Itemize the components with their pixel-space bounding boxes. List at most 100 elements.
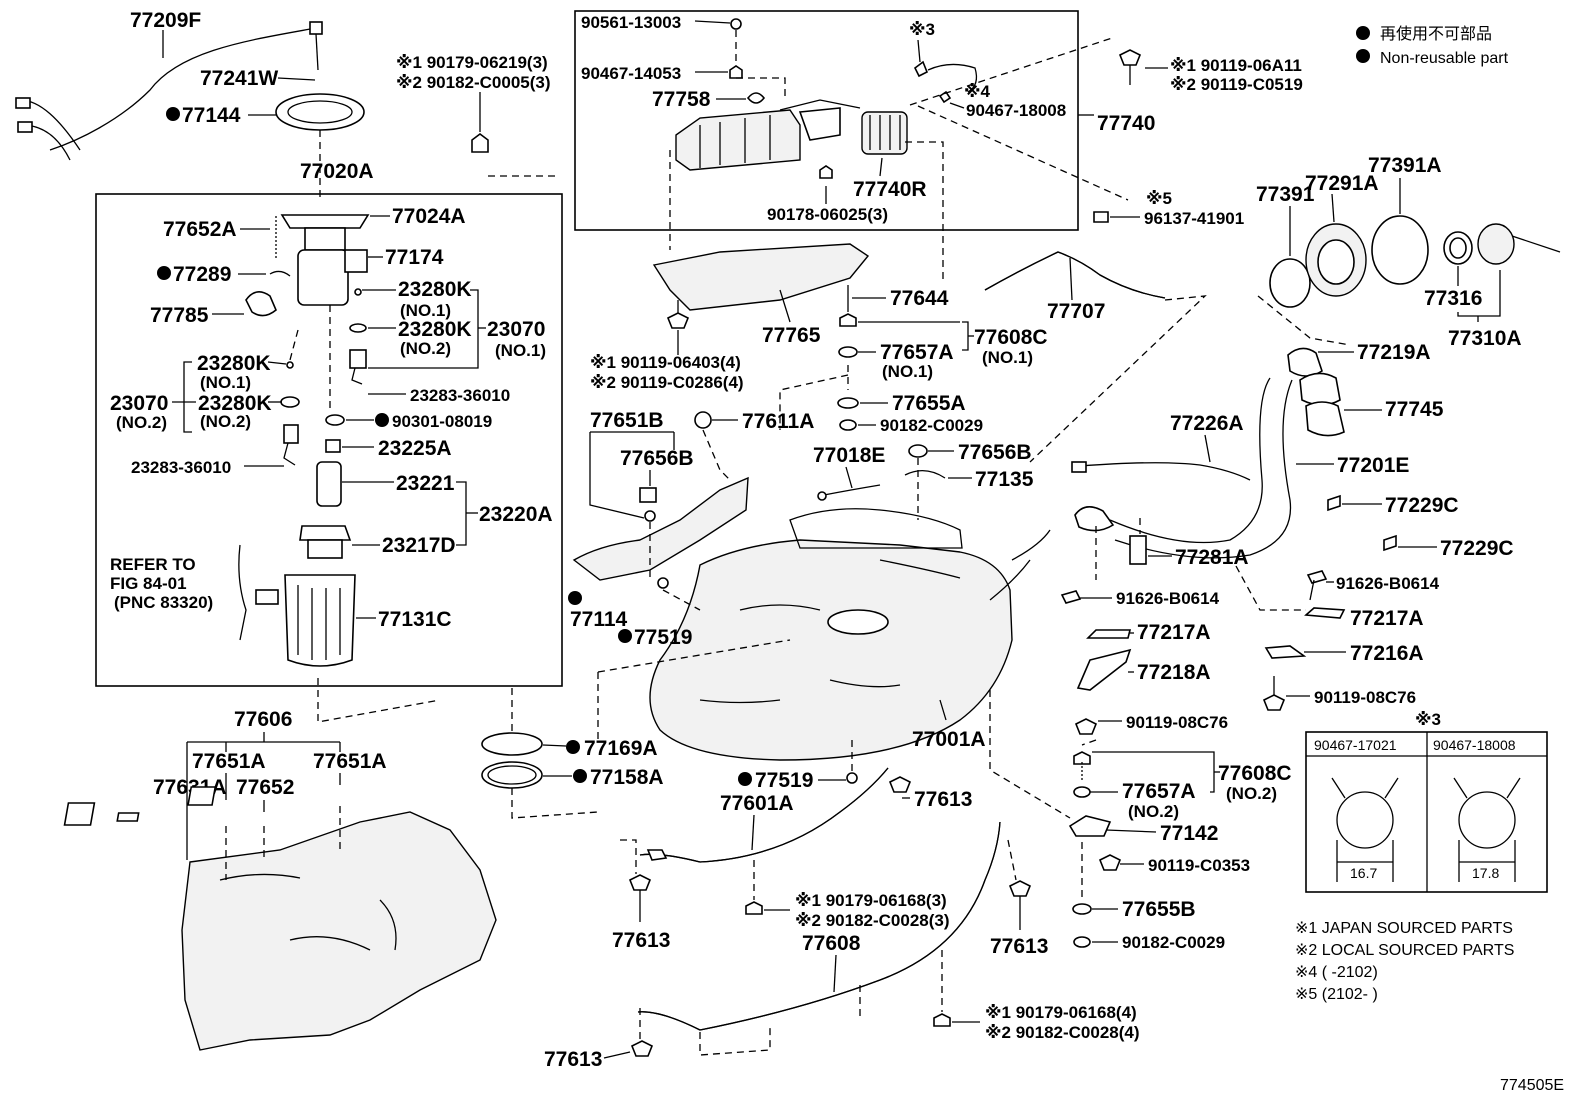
filler-pipe-assembly xyxy=(1071,347,1345,559)
label-77656B-a: 77656B xyxy=(620,447,694,470)
label-77144: 77144 xyxy=(182,104,241,127)
label-23283-36010-a: 23283-36010 xyxy=(410,386,510,405)
label-77174: 77174 xyxy=(385,246,444,269)
label-90179-06168-4: ※1 90179-06168(4) xyxy=(985,1003,1137,1022)
label-77651A-b: 77651A xyxy=(313,750,387,773)
non-reusable-marker xyxy=(157,266,171,280)
label-77114: 77114 xyxy=(570,608,628,631)
note-4: ※4 ( -2102) xyxy=(1295,964,1378,981)
label-77281A: 77281A xyxy=(1175,546,1249,569)
gasket-77169A xyxy=(481,732,543,756)
clamp-col1-dim: 16.7 xyxy=(1350,865,1377,881)
tank-insulator-77631A xyxy=(181,811,497,1051)
label-90119-06403: ※1 90119-06403(4) xyxy=(590,353,741,372)
non-reusable-marker xyxy=(738,772,752,786)
clamp-col2-part: 90467-18008 xyxy=(1433,737,1516,753)
retainer-ring xyxy=(275,93,365,131)
label-no1: (NO.1) xyxy=(200,373,251,392)
label-77201E: 77201E xyxy=(1337,454,1409,477)
non-reusable-marker xyxy=(166,107,180,121)
label-90178-06025: 90178-06025(3) xyxy=(767,205,888,224)
note-1: ※1 JAPAN SOURCED PARTS xyxy=(1295,920,1513,937)
label-77651B: 77651B xyxy=(590,409,664,432)
label-90179-06168-3: ※1 90179-06168(3) xyxy=(795,891,947,910)
label-77391: 77391 xyxy=(1256,183,1315,206)
label-no2: (NO.2) xyxy=(400,339,451,358)
label-77519-b: 77519 xyxy=(755,769,813,792)
label-77745: 77745 xyxy=(1385,398,1444,421)
label-90301-08019: 90301-08019 xyxy=(392,412,492,431)
label-77652: 77652 xyxy=(236,776,294,799)
label-77613-a: 77613 xyxy=(914,788,972,811)
label-no2: (NO.2) xyxy=(116,413,167,432)
label-no2: (NO.2) xyxy=(1226,784,1277,803)
label-90561-13003: 90561-13003 xyxy=(581,13,681,32)
label-77740R: 77740R xyxy=(853,178,927,201)
label-23280K-no1-b: 23280K xyxy=(197,352,271,375)
label-77644: 77644 xyxy=(890,287,949,310)
label-77657A-no1: 77657A xyxy=(880,341,954,364)
label-23217D: 23217D xyxy=(382,534,456,557)
label-77216A: 77216A xyxy=(1350,642,1424,665)
label-90179-06219: ※1 90179-06219(3) xyxy=(396,53,548,72)
label-90119-08C76-b: 90119-08C76 xyxy=(1314,688,1416,707)
label-no1: (NO.1) xyxy=(882,362,933,381)
label-77655B: 77655B xyxy=(1122,898,1196,921)
label-91626-B0614-b: 91626-B0614 xyxy=(1336,574,1440,593)
label-23283-36010-b: 23283-36010 xyxy=(131,458,231,477)
label-90119-C0286: ※2 90119-C0286(4) xyxy=(590,373,744,392)
label-90182-C0028-4: ※2 90182-C0028(4) xyxy=(985,1023,1140,1042)
label-90182-C0029-a: 90182-C0029 xyxy=(880,416,983,435)
fuel-pump-assembly-box xyxy=(95,193,563,687)
label-ref4: ※4 xyxy=(964,82,991,101)
non-reusable-marker xyxy=(566,740,580,754)
label-23220A: 23220A xyxy=(479,503,553,526)
label-23280K-no2: 23280K xyxy=(398,318,472,341)
label-no2: (NO.2) xyxy=(200,412,251,431)
non-reusable-marker xyxy=(568,591,582,605)
label-77226A: 77226A xyxy=(1170,412,1244,435)
label-77158A: 77158A xyxy=(590,766,664,789)
label-77657A-no2: 77657A xyxy=(1122,780,1196,803)
label-ref3: ※3 xyxy=(909,20,935,39)
label-77391A: 77391A xyxy=(1368,154,1442,177)
label-77131C: 77131C xyxy=(378,608,452,631)
note-2: ※2 LOCAL SOURCED PARTS xyxy=(1295,942,1514,959)
label-77024A: 77024A xyxy=(392,205,466,228)
label-90467-14053: 90467-14053 xyxy=(581,64,681,83)
label-77611A: 77611A xyxy=(742,410,814,433)
label-90119-C0519: ※2 90119-C0519 xyxy=(1170,75,1303,94)
label-90119-C0353: 90119-C0353 xyxy=(1148,856,1250,875)
label-no1: (NO.1) xyxy=(982,348,1033,367)
label-77001A: 77001A xyxy=(912,728,986,751)
label-77135: 77135 xyxy=(975,468,1034,491)
label-77652A: 77652A xyxy=(163,218,237,241)
non-reusable-marker xyxy=(573,769,587,783)
non-reusable-marker xyxy=(375,413,389,427)
clamp-table-title: ※3 xyxy=(1415,710,1441,729)
label-77209F: 77209F xyxy=(130,9,201,32)
legend: 再使用不可部品 Non-reusable part xyxy=(1356,25,1509,67)
label-77758: 77758 xyxy=(652,88,711,111)
label-77229C-b: 77229C xyxy=(1440,537,1514,560)
label-23070-no1: 23070 xyxy=(487,318,545,341)
label-77217A-a: 77217A xyxy=(1137,621,1211,644)
label-77291A: 77291A xyxy=(1305,172,1379,195)
label-ref5: ※5 xyxy=(1146,189,1172,208)
fuel-pump-parts xyxy=(238,214,370,667)
label-77241W: 77241W xyxy=(200,67,278,90)
label-23221: 23221 xyxy=(396,472,455,495)
label-77613-c: 77613 xyxy=(990,935,1048,958)
label-90182-C0029-b: 90182-C0029 xyxy=(1122,933,1225,952)
label-77018E: 77018E xyxy=(813,444,885,467)
label-23280K-no1: 23280K xyxy=(398,278,472,301)
label-77740: 77740 xyxy=(1097,112,1155,135)
canister-assembly-box xyxy=(574,10,1079,231)
non-reusable-marker xyxy=(618,629,632,643)
label-90467-18008: 90467-18008 xyxy=(966,101,1066,120)
label-77608C-no1: 77608C xyxy=(974,326,1048,349)
label-77707: 77707 xyxy=(1047,300,1105,323)
refer-line2: FIG 84-01 xyxy=(110,574,187,593)
fuel-tank xyxy=(649,508,1051,761)
